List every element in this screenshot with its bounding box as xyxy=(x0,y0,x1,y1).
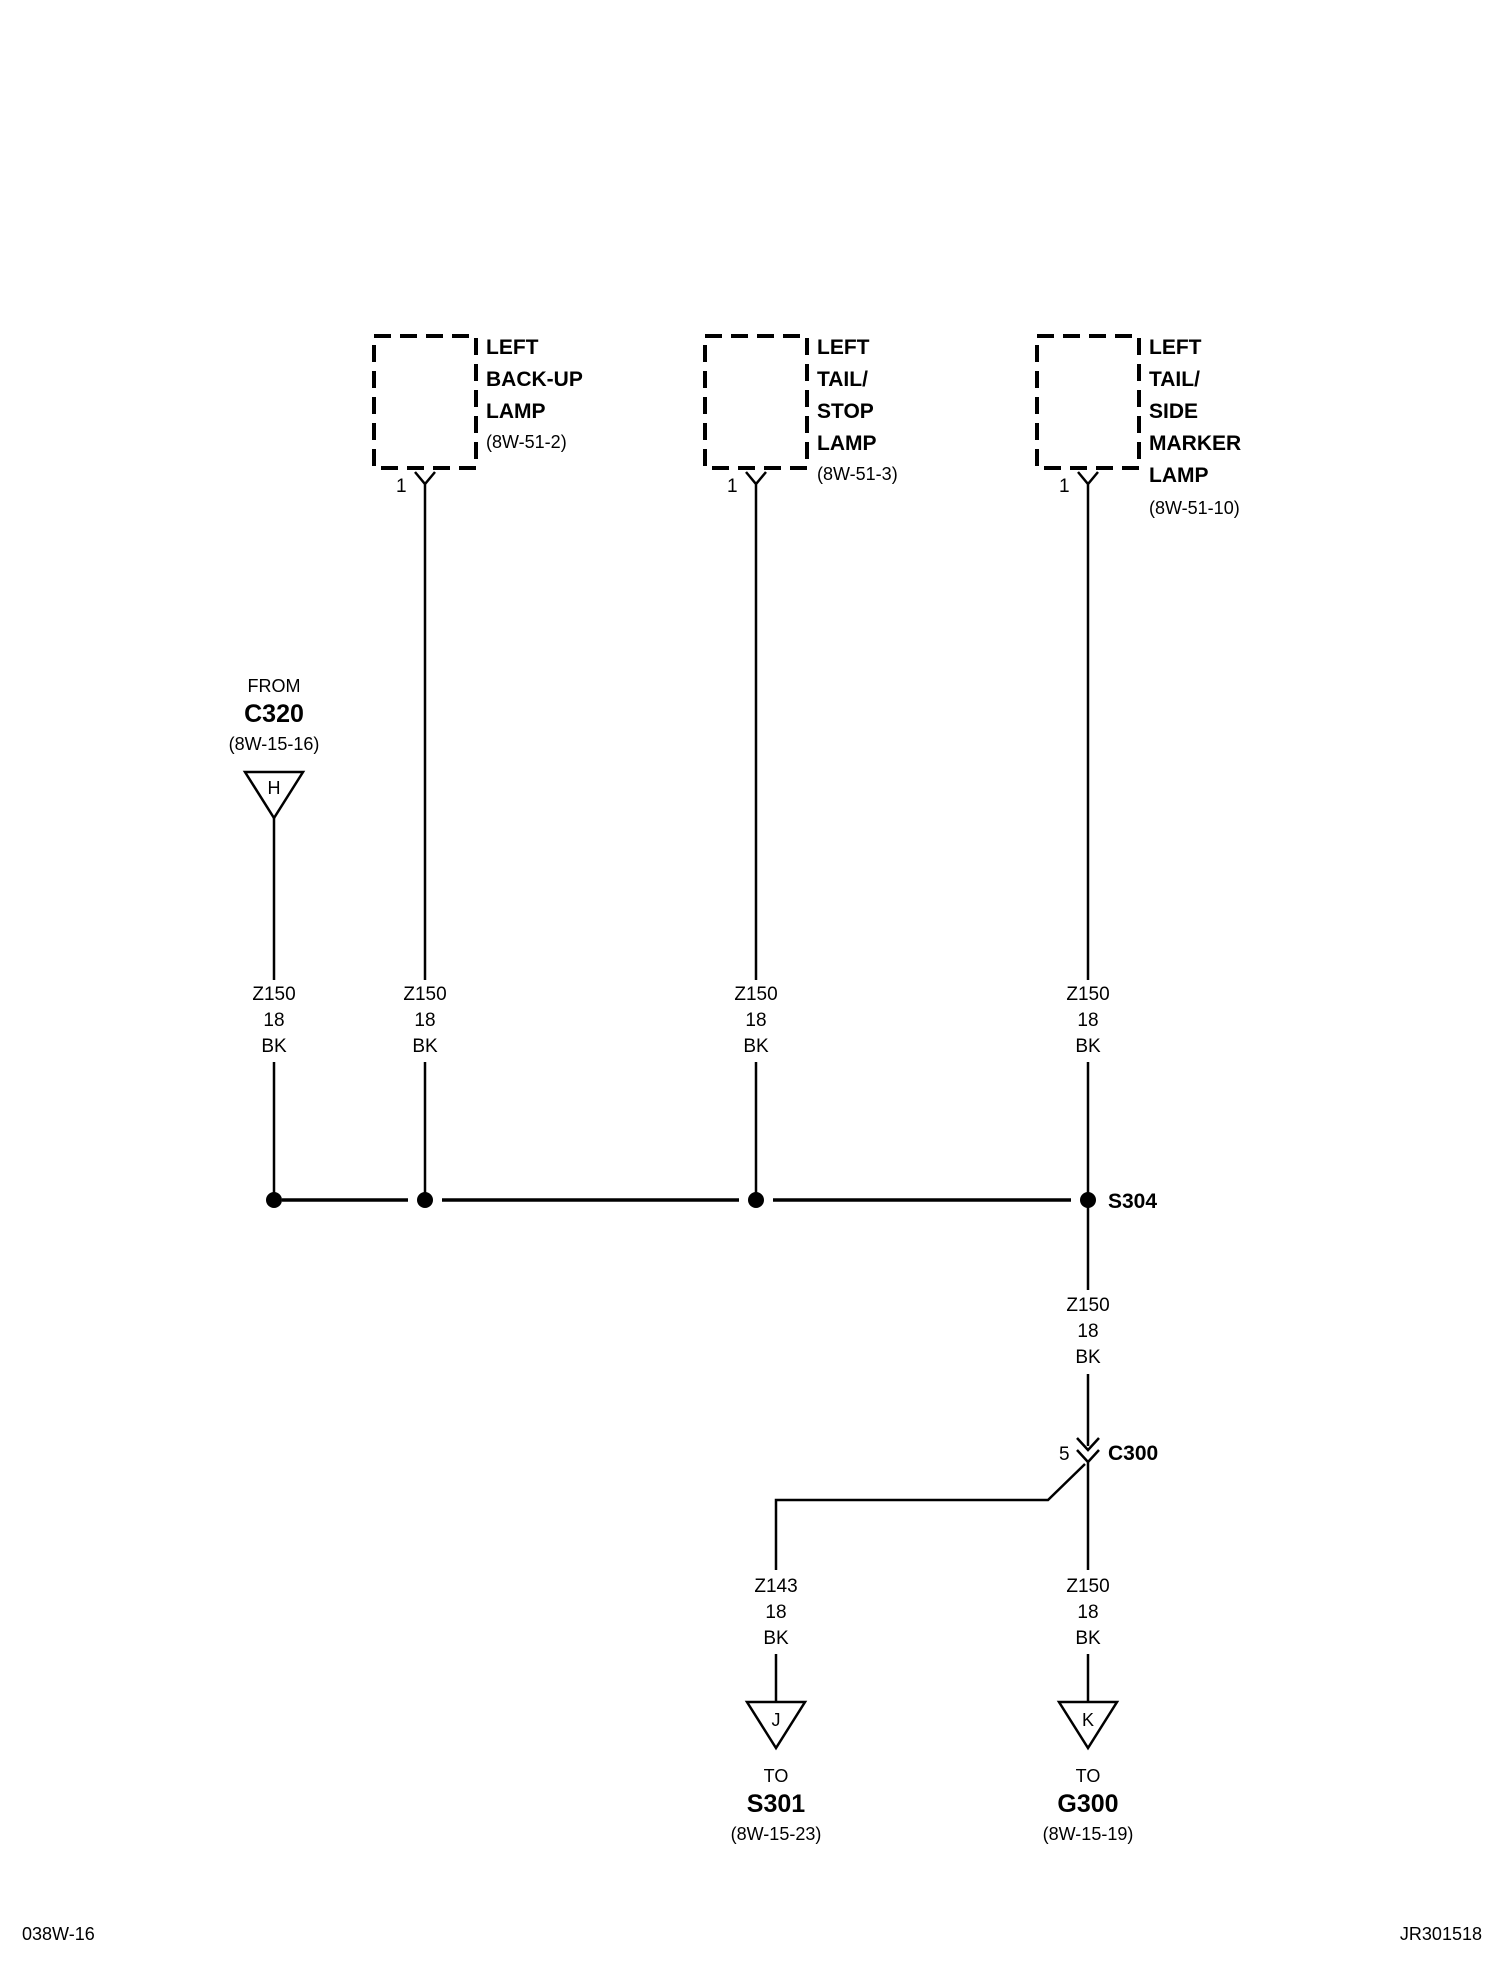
splice-dot-s304 xyxy=(1080,1192,1096,1208)
from-c320-label: FROM C320 (8W-15-16) H xyxy=(229,676,320,798)
wire-circuit: Z150 xyxy=(1066,1295,1109,1316)
side-marker-lamp-ref: (8W-51-10) xyxy=(1149,498,1240,518)
backup-lamp-line-2: BACK-UP xyxy=(486,368,583,391)
backup-lamp-pin: 1 xyxy=(396,476,407,497)
to-g300-prefix: TO xyxy=(1076,1766,1101,1786)
wire-code-to-g300: Z150 18 BK xyxy=(1066,1576,1109,1649)
wire-color: BK xyxy=(1075,1347,1101,1368)
from-c320-name: C320 xyxy=(244,700,304,728)
to-s301-name: S301 xyxy=(747,1790,805,1818)
to-g300-label: K TO G300 (8W-15-19) xyxy=(1043,1710,1134,1844)
to-s301-letter: J xyxy=(772,1710,781,1730)
tail-stop-lamp-line-3: STOP xyxy=(817,400,874,423)
wire-gauge: 18 xyxy=(765,1602,786,1623)
wire-gauge: 18 xyxy=(414,1010,435,1031)
wire-code-tailstop: Z150 18 BK xyxy=(734,984,777,1057)
tail-stop-lamp-pin: 1 xyxy=(727,476,738,497)
wire-circuit: Z143 xyxy=(754,1576,797,1597)
tail-stop-lamp-ref: (8W-51-3) xyxy=(817,464,898,484)
wire-color: BK xyxy=(412,1036,438,1057)
wire-color: BK xyxy=(1075,1036,1101,1057)
wire-circuit: Z150 xyxy=(403,984,446,1005)
splice-s304-label: S304 xyxy=(1108,1190,1157,1213)
from-c320-letter: H xyxy=(268,778,281,798)
left-backup-lamp-box xyxy=(372,334,478,470)
tail-stop-lamp-line-1: LEFT xyxy=(817,336,870,359)
tail-stop-lamp-line-4: LAMP xyxy=(817,432,877,455)
connector-c300-pin: 5 xyxy=(1059,1444,1070,1465)
backup-lamp-ref: (8W-51-2) xyxy=(486,432,567,452)
tail-stop-lamp-line-2: TAIL/ xyxy=(817,368,868,391)
wire-circuit: Z150 xyxy=(734,984,777,1005)
side-marker-lamp-line-3: SIDE xyxy=(1149,400,1198,423)
backup-lamp-pin-symbol xyxy=(414,471,436,494)
side-marker-lamp-pin-symbol xyxy=(1077,471,1099,494)
wire-color: BK xyxy=(763,1628,789,1649)
g300-connector-triangle xyxy=(1056,1700,1120,1751)
wire-code-from-c320: Z150 18 BK xyxy=(252,984,295,1057)
to-s301-ref: (8W-15-23) xyxy=(731,1824,822,1844)
wire-gauge: 18 xyxy=(1077,1010,1098,1031)
backup-lamp-label: LEFT BACK-UP LAMP (8W-51-2) 1 xyxy=(396,336,583,497)
wire-c300-to-s301-upper xyxy=(774,1463,1086,1570)
left-tail-side-marker-lamp-box xyxy=(1035,334,1141,470)
page-code-left: 038W-16 xyxy=(22,1924,95,1944)
connector-c300-label: C300 xyxy=(1108,1442,1158,1465)
to-s301-prefix: TO xyxy=(764,1766,789,1786)
splice-dot-tailstop xyxy=(748,1192,764,1208)
wire-code-sidemarker: Z150 18 BK xyxy=(1066,984,1109,1057)
wire-circuit: Z150 xyxy=(252,984,295,1005)
left-tail-stop-lamp-box xyxy=(703,334,809,470)
to-g300-ref: (8W-15-19) xyxy=(1043,1824,1134,1844)
side-marker-lamp-pin: 1 xyxy=(1059,476,1070,497)
wire-code-to-s301: Z143 18 BK xyxy=(754,1576,797,1649)
splice-dot-backup xyxy=(417,1192,433,1208)
to-g300-name: G300 xyxy=(1057,1790,1118,1818)
side-marker-lamp-line-2: TAIL/ xyxy=(1149,368,1200,391)
tail-stop-lamp-pin-symbol xyxy=(745,471,767,494)
wire-code-s304-c300: Z150 18 BK xyxy=(1066,1295,1109,1368)
wire-gauge: 18 xyxy=(1077,1321,1098,1342)
from-c320-ref: (8W-15-16) xyxy=(229,734,320,754)
to-s301-label: J TO S301 (8W-15-23) xyxy=(731,1710,822,1844)
wire-color: BK xyxy=(1075,1628,1101,1649)
wire-gauge: 18 xyxy=(263,1010,284,1031)
from-c320-prefix: FROM xyxy=(248,676,301,696)
wire-circuit: Z150 xyxy=(1066,984,1109,1005)
splice-dot-c320 xyxy=(266,1192,282,1208)
wire-gauge: 18 xyxy=(745,1010,766,1031)
c320-connector-triangle xyxy=(242,770,306,821)
backup-lamp-line-3: LAMP xyxy=(486,400,546,423)
tail-stop-lamp-label: LEFT TAIL/ STOP LAMP (8W-51-3) 1 xyxy=(727,336,898,497)
backup-lamp-line-1: LEFT xyxy=(486,336,539,359)
side-marker-lamp-label: LEFT TAIL/ SIDE MARKER LAMP (8W-51-10) 1 xyxy=(1059,336,1241,518)
wire-code-backup: Z150 18 BK xyxy=(403,984,446,1057)
s301-connector-triangle xyxy=(744,1700,808,1751)
wire-gauge: 18 xyxy=(1077,1602,1098,1623)
to-g300-letter: K xyxy=(1082,1710,1094,1730)
page-code-right: JR301518 xyxy=(1400,1924,1482,1944)
side-marker-lamp-line-5: LAMP xyxy=(1149,464,1209,487)
side-marker-lamp-line-4: MARKER xyxy=(1149,432,1241,455)
side-marker-lamp-line-1: LEFT xyxy=(1149,336,1202,359)
wire-circuit: Z150 xyxy=(1066,1576,1109,1597)
wire-color: BK xyxy=(743,1036,769,1057)
wire-color: BK xyxy=(261,1036,287,1057)
